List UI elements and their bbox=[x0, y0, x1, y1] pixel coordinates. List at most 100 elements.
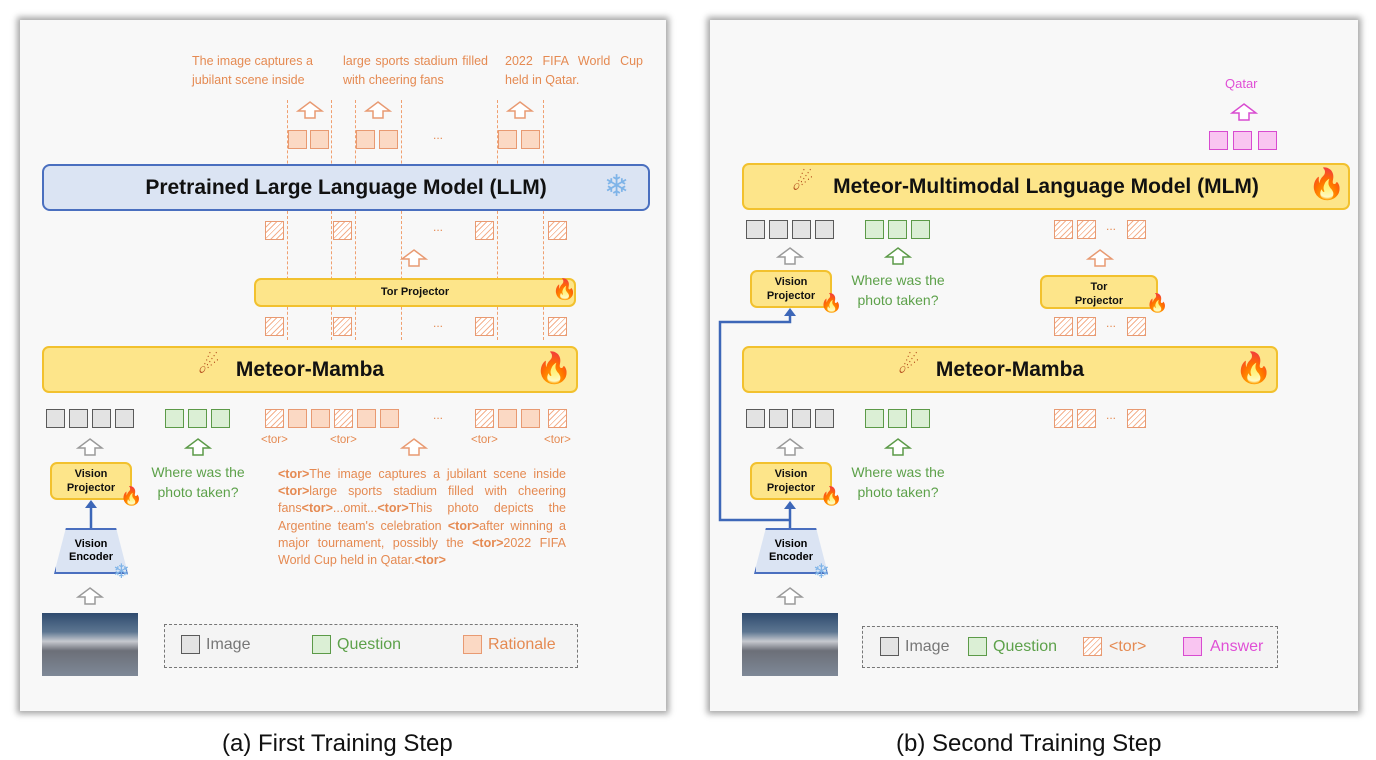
tor-token bbox=[548, 409, 567, 428]
fire-icon: 🔥 bbox=[1308, 168, 1346, 201]
up-arrow-icon bbox=[776, 247, 804, 265]
up-arrow-icon bbox=[364, 101, 392, 119]
answer-token bbox=[1233, 131, 1252, 150]
llm-label: Pretrained Large Language Model (LLM) bbox=[145, 176, 547, 199]
tor-tag: <tor> bbox=[472, 535, 504, 550]
question-token bbox=[165, 409, 184, 428]
vision-encoder-label: Vision Encoder bbox=[68, 538, 113, 563]
question-token bbox=[188, 409, 207, 428]
legend-image-swatch bbox=[880, 637, 899, 656]
ellipsis: ... bbox=[433, 220, 444, 234]
ellipsis: ... bbox=[433, 316, 444, 330]
rationale-token bbox=[498, 409, 517, 428]
legend-image-swatch bbox=[181, 635, 200, 654]
vision-projector-box: Vision Projector bbox=[750, 270, 832, 308]
tor-token bbox=[1127, 409, 1146, 428]
stadium-photo bbox=[42, 613, 138, 676]
fire-icon: 🔥 bbox=[820, 293, 843, 313]
tor-token bbox=[265, 317, 284, 336]
tor-token bbox=[333, 221, 352, 240]
legend-question-label: Question bbox=[337, 636, 402, 653]
fire-icon: 🔥 bbox=[120, 486, 143, 506]
output-text-3: 2022 FIFA World Cup held in Qatar. bbox=[505, 54, 643, 87]
tor-label: <tor> bbox=[471, 434, 498, 446]
tor-token bbox=[1127, 220, 1146, 239]
output-text-2: large sports stadium filled with cheerin… bbox=[343, 54, 488, 87]
legend-tor-label: <tor> bbox=[1109, 638, 1147, 655]
legend-first-step bbox=[164, 624, 578, 668]
rationale-segment: large sports stadium filled with cheerin… bbox=[278, 484, 566, 516]
caption-first-step: (a) First Training Step bbox=[222, 730, 453, 757]
dashed-line bbox=[401, 100, 402, 340]
meteor-mamba-box: Meteor-Mamba bbox=[742, 346, 1278, 393]
rationale-paragraph: <tor>The image captures a jubilant scene… bbox=[278, 466, 566, 569]
fire-icon: 🔥 bbox=[552, 279, 577, 301]
legend-question-label: Question bbox=[993, 638, 1058, 655]
rationale-token bbox=[311, 409, 330, 428]
up-arrow-icon bbox=[76, 438, 104, 456]
legend-image-label: Image bbox=[206, 636, 251, 653]
rationale-token bbox=[310, 130, 329, 149]
meteor-icon: ☄ bbox=[792, 169, 814, 196]
rationale-token bbox=[357, 409, 376, 428]
meteor-icon: ☄ bbox=[898, 352, 920, 379]
tor-projector-box: Tor Projector bbox=[1040, 275, 1158, 309]
rationale-token bbox=[288, 409, 307, 428]
tor-token bbox=[265, 409, 284, 428]
legend-question-swatch bbox=[968, 637, 987, 656]
question-token bbox=[211, 409, 230, 428]
question-token bbox=[865, 409, 884, 428]
vision-projector-label: Vision Projector bbox=[766, 276, 816, 302]
question-token bbox=[888, 409, 907, 428]
fire-icon: 🔥 bbox=[1146, 293, 1169, 313]
image-token bbox=[792, 409, 811, 428]
image-token bbox=[746, 220, 765, 239]
up-arrow-icon bbox=[884, 247, 912, 265]
meteor-mamba-label: Meteor-Mamba bbox=[935, 358, 1085, 381]
tor-tag: <tor> bbox=[278, 467, 310, 481]
meteor-mamba-box: Meteor-Mamba bbox=[42, 346, 578, 393]
legend-tor-swatch bbox=[1083, 637, 1102, 656]
tor-token bbox=[548, 317, 567, 336]
tor-token bbox=[1077, 409, 1096, 428]
question-text: Where was the photo taken? bbox=[151, 464, 245, 500]
vision-encoder-box bbox=[54, 528, 128, 574]
tor-tag: <tor> bbox=[278, 484, 310, 499]
answer-token bbox=[1258, 131, 1277, 150]
tor-projector-box: Tor Projector bbox=[254, 278, 576, 307]
vision-projector-label: Vision Projector bbox=[766, 468, 816, 494]
tor-token bbox=[334, 409, 353, 428]
up-arrow-icon bbox=[1086, 249, 1114, 267]
up-arrow-icon bbox=[884, 438, 912, 456]
image-token bbox=[92, 409, 111, 428]
tor-tag: <tor> bbox=[447, 518, 480, 533]
image-token bbox=[769, 409, 788, 428]
rationale-token bbox=[521, 409, 540, 428]
rationale-segment: 2022 FIFA World Cup held in Qatar. bbox=[278, 535, 566, 568]
tor-token bbox=[333, 317, 352, 336]
rationale-segment: ...omit... bbox=[332, 501, 378, 516]
ellipsis: ... bbox=[1106, 316, 1117, 330]
dashed-line bbox=[355, 100, 356, 340]
fire-icon: 🔥 bbox=[1235, 352, 1273, 385]
mlm-box: Meteor-Multimodal Language Model (MLM) bbox=[742, 163, 1350, 210]
question-token bbox=[865, 220, 884, 239]
rationale-token bbox=[521, 130, 540, 149]
up-arrow-icon bbox=[1230, 103, 1258, 121]
arrow-encoder-to-projectors bbox=[718, 308, 796, 529]
ellipsis: ... bbox=[1106, 408, 1117, 422]
up-arrow-icon bbox=[506, 101, 534, 119]
vision-projector-box: Vision Projector bbox=[750, 462, 832, 500]
tor-label: <tor> bbox=[544, 434, 571, 446]
up-arrow-icon bbox=[400, 438, 428, 456]
rationale-token bbox=[356, 130, 375, 149]
dashed-line bbox=[287, 100, 288, 340]
vision-projector-label: Vision Projector bbox=[66, 468, 116, 494]
stadium-photo bbox=[742, 613, 838, 676]
snowflake-icon: ❄ bbox=[813, 561, 830, 583]
ellipsis: ... bbox=[433, 128, 444, 142]
rationale-token bbox=[379, 130, 398, 149]
mlm-label: Meteor-Multimodal Language Model (MLM) bbox=[833, 175, 1259, 198]
question-token bbox=[911, 409, 930, 428]
meteor-icon: ☄ bbox=[198, 352, 220, 379]
